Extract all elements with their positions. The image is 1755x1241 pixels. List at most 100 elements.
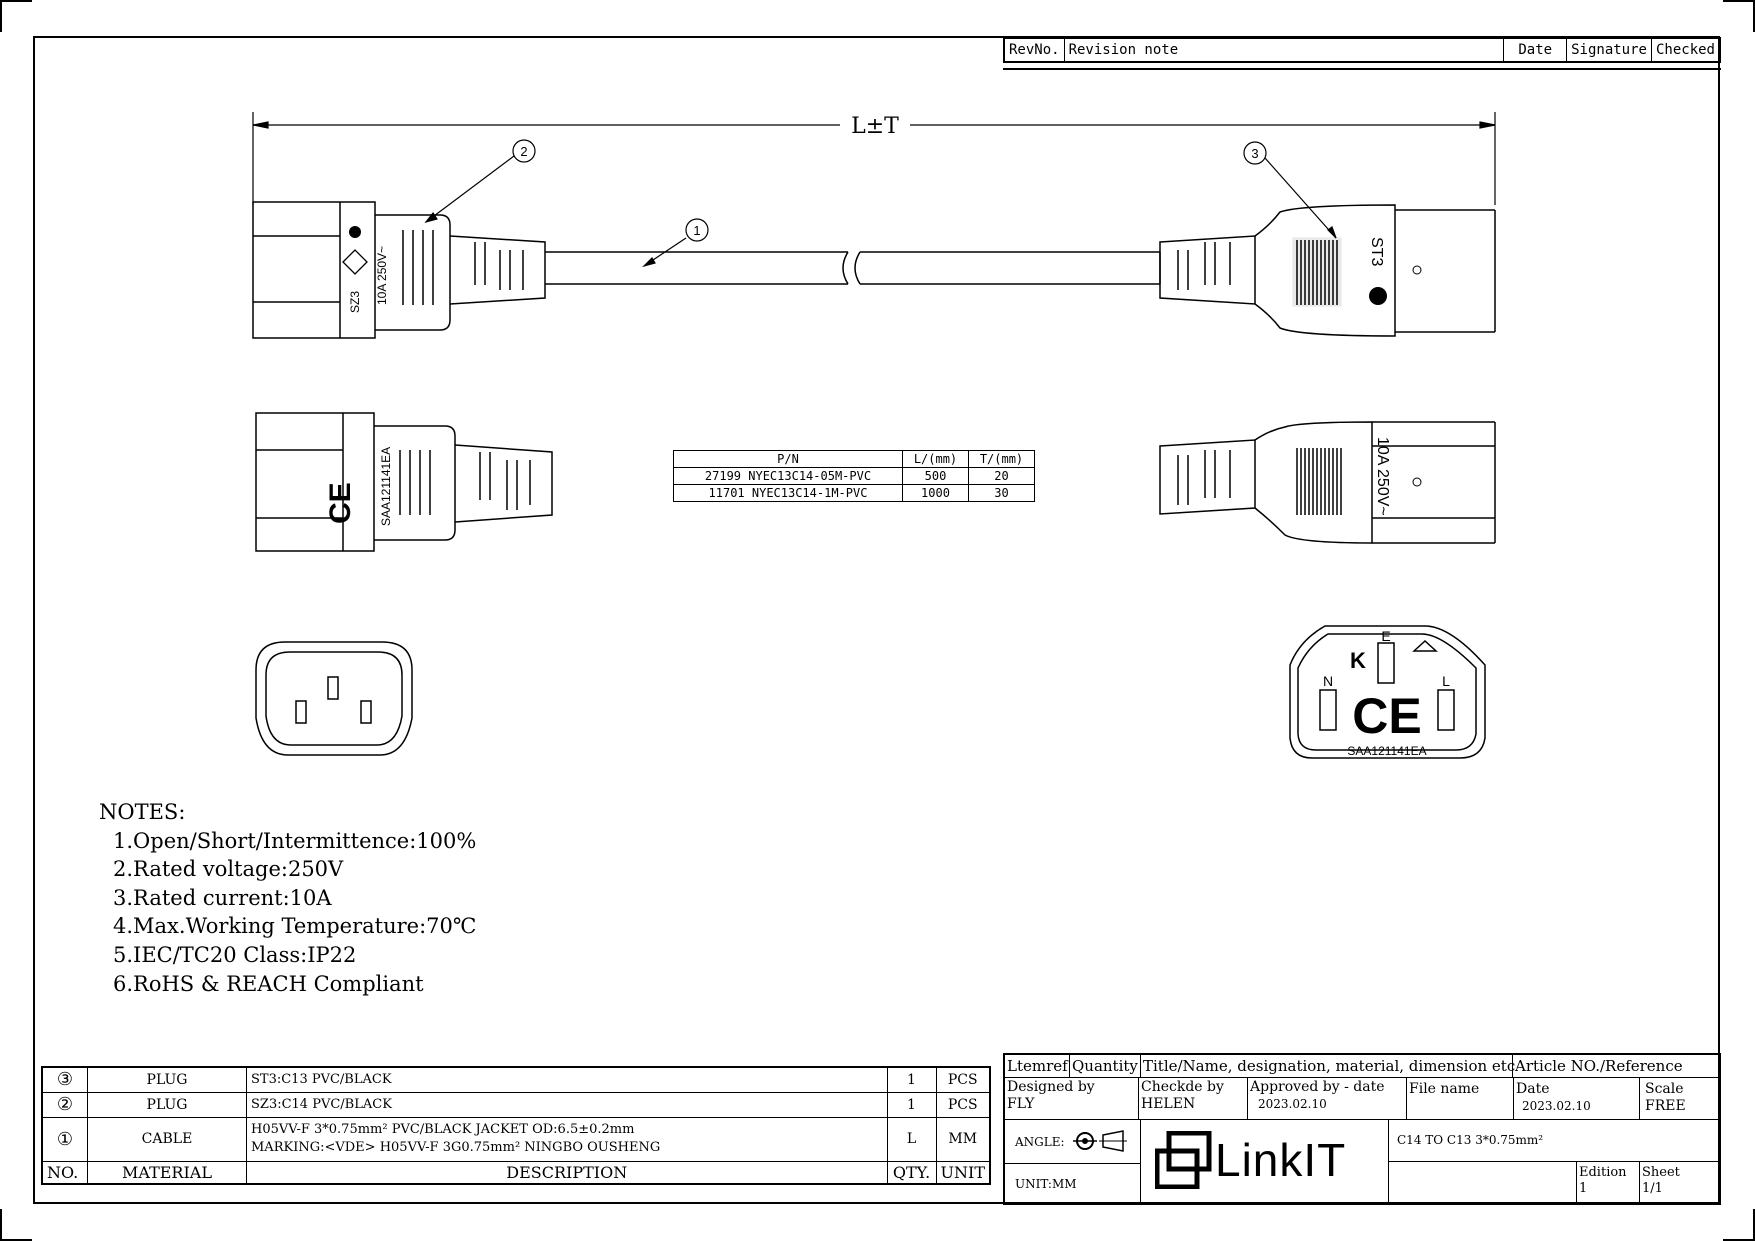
- corner-mark: [0, 1209, 32, 1241]
- bom-header-unit: UNIT: [935, 1160, 991, 1184]
- corner-mark: [0, 0, 32, 32]
- projection-symbol: [1073, 1130, 1127, 1152]
- note-item: 4.Max.Working Temperature:70℃: [113, 914, 477, 939]
- bom-description-line: H05VV-F 3*0.75mm² PVC/BLACK JACKET OD:6.…: [251, 1122, 635, 1137]
- approved-date: 2023.02.10: [1258, 1097, 1327, 1111]
- file-name-value: C14 TO C13 3*0.75mm²: [1397, 1133, 1544, 1147]
- bom-unit: PCS: [935, 1091, 991, 1118]
- linkit-logo-icon: [1155, 1131, 1212, 1189]
- bom-no: ①: [41, 1116, 88, 1162]
- face-n-label: N: [1323, 673, 1333, 689]
- scale-label: Scale: [1645, 1081, 1684, 1097]
- balloon-1: 1: [693, 223, 700, 238]
- title-block: Ltemref Quantity Title/Name, designation…: [1003, 1053, 1721, 1205]
- face-saa-mark: SAA121141EA: [1347, 744, 1426, 758]
- dim-arrow-left: [252, 121, 269, 129]
- angle-label: ANGLE:: [1015, 1135, 1065, 1149]
- bom-no: ③: [41, 1066, 88, 1093]
- revision-underline: [1003, 68, 1721, 70]
- note-item: 5.IEC/TC20 Class:IP22: [113, 942, 357, 967]
- bom-description: SZ3:C14 PVC/BLACK: [246, 1091, 888, 1118]
- c14-plug-top-view: [255, 412, 553, 552]
- c13-indicator-hole: [1412, 265, 1422, 275]
- tolerance-cell: 20: [968, 467, 1035, 485]
- c13-socket-face: [255, 641, 413, 756]
- c13-earth-mark: [1369, 287, 1387, 305]
- bom-qty: L: [886, 1116, 937, 1162]
- edition-label: Edition: [1579, 1165, 1627, 1180]
- corner-mark: [1723, 1209, 1755, 1241]
- date-header: Date: [1503, 37, 1568, 63]
- drawing-frame: [33, 36, 1720, 1204]
- tolerance-cell: 30: [968, 484, 1035, 502]
- balloon-3: 3: [1251, 146, 1258, 161]
- revision-note-header: Revision note: [1063, 37, 1505, 63]
- ltemref-label: Ltemref: [1007, 1057, 1068, 1075]
- approved-by-label: Approved by - date: [1250, 1079, 1385, 1095]
- c13-rating-mark: 10A 250V~: [1374, 437, 1391, 516]
- note-item: 3.Rated current:10A: [113, 885, 332, 910]
- pn-cell: 27199 NYEC13C14-05M-PVC: [673, 467, 903, 485]
- bom-header-material: MATERIAL: [87, 1160, 247, 1184]
- c14-sz3-mark: SZ3: [348, 291, 362, 313]
- sheet-value: 1/1: [1642, 1181, 1663, 1196]
- bom-header-qty: QTY.: [886, 1160, 937, 1184]
- balloon-leaders: [424, 139, 1337, 268]
- length-cell: 1000: [902, 484, 969, 502]
- c14-saa-mark: SAA121141EA: [379, 447, 393, 526]
- c13-grip-ribs: [1296, 240, 1338, 305]
- scale-value: FREE: [1645, 1098, 1686, 1114]
- bom-description-line: MARKING:<VDE> H05VV-F 3G0.75mm² NINGBO O…: [251, 1140, 661, 1155]
- linkit-logo: LinkIT: [1155, 1121, 1367, 1201]
- date-value: 2023.02.10: [1522, 1099, 1591, 1113]
- c13-top-indicator-hole: [1412, 477, 1422, 487]
- date-label: Date: [1516, 1081, 1550, 1097]
- c14-rating-mark: 10A 250V~: [375, 246, 389, 305]
- dimension-label: L±T: [851, 114, 899, 139]
- c14-plug-side-view: [252, 201, 1160, 339]
- corner-mark: [1723, 0, 1755, 32]
- length-header: L/(mm): [902, 450, 969, 468]
- bom-material: CABLE: [87, 1116, 247, 1162]
- length-cell: 500: [902, 467, 969, 485]
- file-name-label: File name: [1409, 1081, 1480, 1097]
- linkit-logo-text: LinkIT: [1215, 1134, 1347, 1186]
- checked-by-label: Checkde by: [1141, 1079, 1224, 1095]
- bom-unit: PCS: [935, 1066, 991, 1093]
- c13-connector-side-view: [1159, 204, 1496, 337]
- c13-connector-top-view: [1159, 421, 1496, 544]
- bom-header-description: DESCRIPTION: [246, 1160, 888, 1184]
- face-e-label: E: [1381, 628, 1390, 644]
- c13-top-grip-ribs: [1296, 448, 1342, 515]
- balloon-2: 2: [520, 144, 527, 159]
- article-header: Article NO./Reference: [1515, 1057, 1683, 1075]
- c13-st3-mark: ST3: [1368, 237, 1385, 266]
- designed-by-label: Designed by: [1007, 1079, 1095, 1095]
- notes-block: NOTES: 1.Open/Short/Intermittence:100% 2…: [99, 798, 476, 998]
- bom-qty: 1: [886, 1066, 937, 1093]
- dim-arrow-right: [1479, 121, 1496, 129]
- bom-qty: 1: [886, 1091, 937, 1118]
- bom-header-no: NO.: [41, 1160, 88, 1184]
- title-header: Title/Name, designation, material, dimen…: [1143, 1057, 1516, 1075]
- face-l-label: L: [1442, 673, 1450, 689]
- note-item: 1.Open/Short/Intermittence:100%: [113, 828, 477, 853]
- rev-no-header: RevNo.: [1003, 37, 1065, 63]
- c14-earth-mark: [349, 226, 361, 238]
- c14-approval-triangle: [342, 249, 368, 275]
- tolerance-header: T/(mm): [968, 450, 1035, 468]
- note-item: 2.Rated voltage:250V: [113, 857, 344, 882]
- checked-header: Checked: [1650, 37, 1721, 63]
- pn-table: P/N L/(mm) T/(mm) 27199 NYEC13C14-05M-PV…: [673, 450, 1035, 502]
- bom-table: ③ PLUG ST3:C13 PVC/BLACK 1 PCS ② PLUG SZ…: [41, 1066, 991, 1185]
- c14-plug-face: [1289, 625, 1486, 759]
- bom-material: PLUG: [87, 1066, 247, 1093]
- checked-by-value: HELEN: [1141, 1096, 1196, 1112]
- bom-no: ②: [41, 1091, 88, 1118]
- edition-value: 1: [1579, 1181, 1588, 1196]
- pn-cell: 11701 NYEC13C14-1M-PVC: [673, 484, 903, 502]
- unit-label: UNIT:MM: [1015, 1177, 1077, 1191]
- revision-table: RevNo. Revision note Date Signature Chec…: [1003, 37, 1721, 63]
- note-item: 6.RoHS & REACH Compliant: [113, 971, 424, 996]
